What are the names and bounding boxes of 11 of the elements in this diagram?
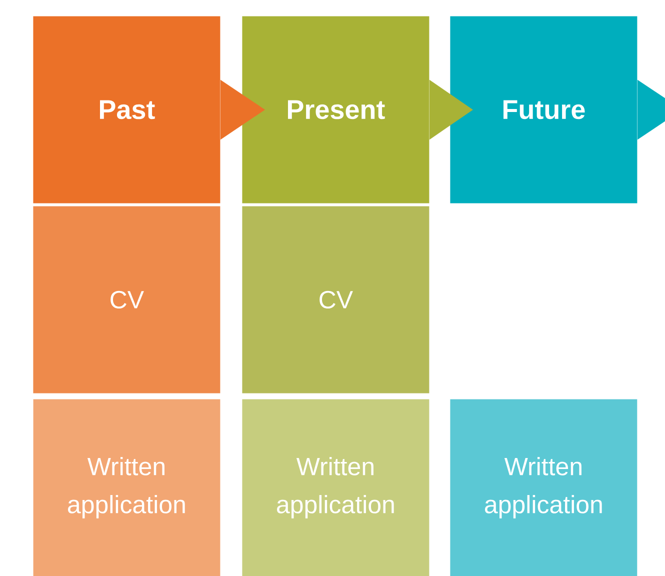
content-box: Written application xyxy=(33,399,220,576)
content-box: Written application xyxy=(450,399,638,576)
stage-header-box: Future xyxy=(450,16,638,204)
content-box: Written application xyxy=(242,399,430,576)
chevron-arrow xyxy=(220,80,265,140)
chevron-arrow xyxy=(637,80,665,140)
stage-header-box: Present xyxy=(242,16,430,204)
content-box: CV xyxy=(33,206,220,394)
chevron-arrow xyxy=(429,80,473,140)
stage-header-box: Past xyxy=(33,16,220,204)
content-box: CV xyxy=(242,206,430,394)
